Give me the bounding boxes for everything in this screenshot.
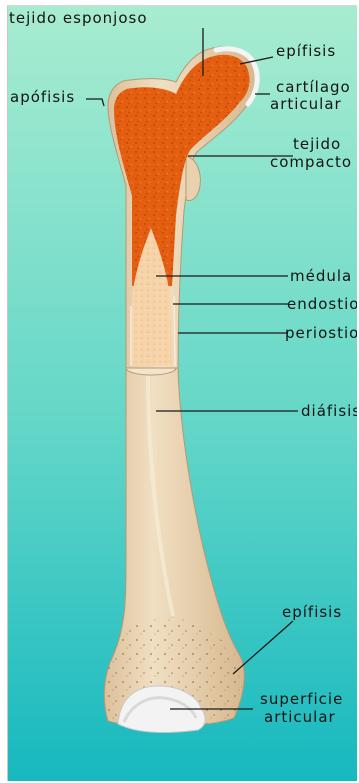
label-superficie-line2: articular [264,708,336,726]
diagram-frame: tejido esponjoso epífisis apófisis cartí… [7,5,357,781]
label-compacto-line2: compacto [270,153,352,171]
label-epifisis-top: epífisis [276,42,336,60]
label-epifisis-bottom: epífisis [282,603,342,621]
label-apofisis: apófisis [10,88,75,106]
label-diafisis: diáfisis [301,402,357,420]
label-endostio: endostio [287,295,357,313]
label-medula: médula [290,267,352,285]
label-cartilago-line1: cartílago [276,78,351,96]
bone-diagram: tejido esponjoso epífisis apófisis cartí… [8,6,357,781]
label-compacto-line1: tejido [293,135,341,153]
label-tejido-esponjoso: tejido esponjoso [9,9,148,27]
periosteum-line [174,296,175,366]
label-superficie-line1: superficie [260,690,343,708]
label-cartilago-line2: articular [270,95,342,113]
label-periostio: periostio [285,324,357,342]
